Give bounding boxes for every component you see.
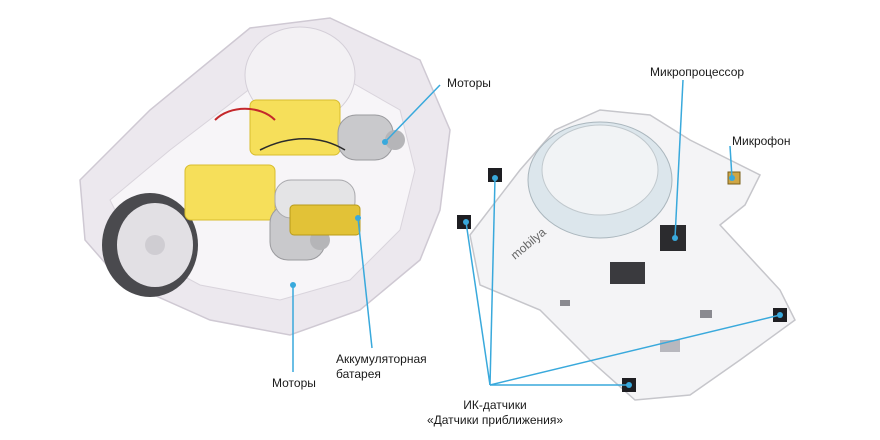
leader-lines	[292, 79, 781, 386]
wheel	[102, 193, 198, 297]
label-motors-top: Моторы	[447, 76, 491, 90]
label-ir-line1: ИК-датчики	[463, 398, 527, 412]
robot-chassis	[79, 17, 451, 336]
circuit-board: mobilya	[457, 109, 796, 401]
battery	[274, 179, 361, 236]
label-battery: Аккумуляторная батарея	[336, 352, 427, 382]
label-ir-line2: «Датчики приближения»	[426, 413, 564, 427]
motor-top	[249, 99, 405, 161]
label-battery-line2: батарея	[336, 367, 381, 381]
label-motors-bottom: Моторы	[272, 376, 316, 390]
label-ir-sensors: ИК-датчики «Датчики приближения»	[420, 398, 570, 428]
label-microprocessor: Микропроцессор	[650, 65, 745, 79]
leader-dots	[290, 139, 783, 388]
label-battery-line1: Аккумуляторная	[336, 352, 427, 366]
label-microphone: Микрофон	[732, 134, 791, 148]
